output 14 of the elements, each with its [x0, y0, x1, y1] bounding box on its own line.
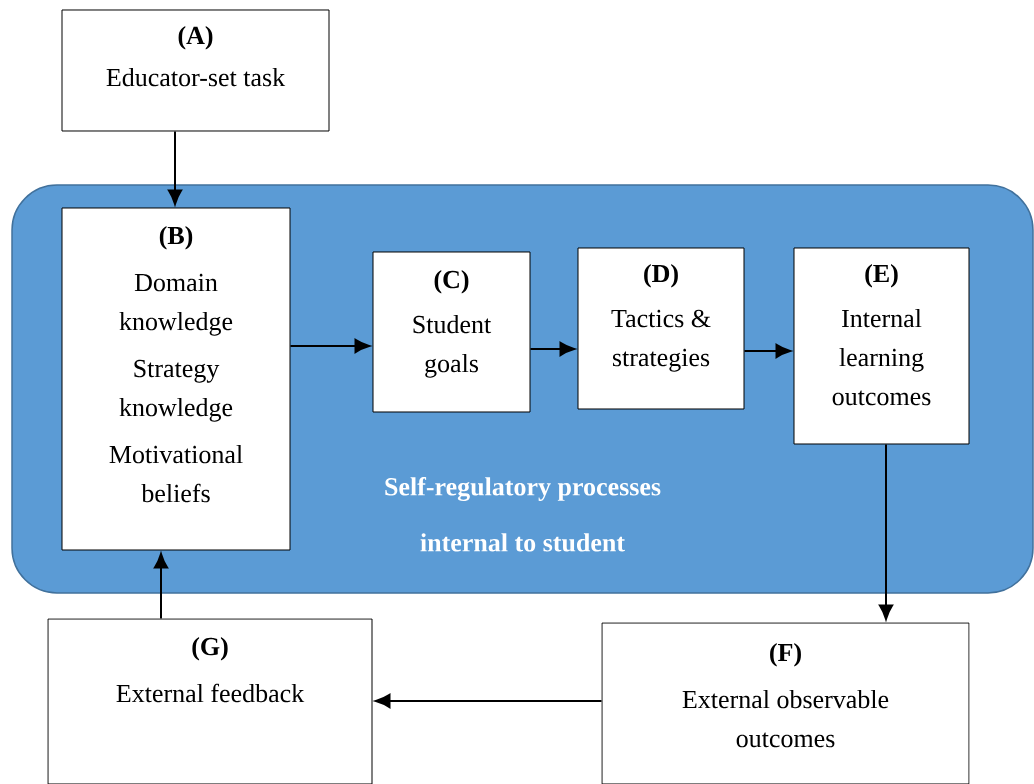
process-box: (D) Tactics & strategies [577, 247, 745, 410]
arrow [167, 130, 183, 205]
arrow [878, 443, 894, 620]
process-box: (C) Student goals [372, 251, 531, 413]
arrow [153, 553, 169, 620]
process-box: (A) Educator-set task [61, 9, 330, 132]
process-box: (G) External feedback [47, 618, 373, 784]
process-box: (F) External observable outcomes [601, 622, 970, 784]
arrow [375, 693, 603, 709]
arrow [743, 343, 791, 359]
process-box: (B) Domain knowledge Strategy knowledge Motivational beliefs [61, 207, 291, 551]
arrow [289, 338, 370, 354]
arrow [529, 341, 575, 357]
process-box: (E) Internal learning outcomes [793, 247, 970, 445]
